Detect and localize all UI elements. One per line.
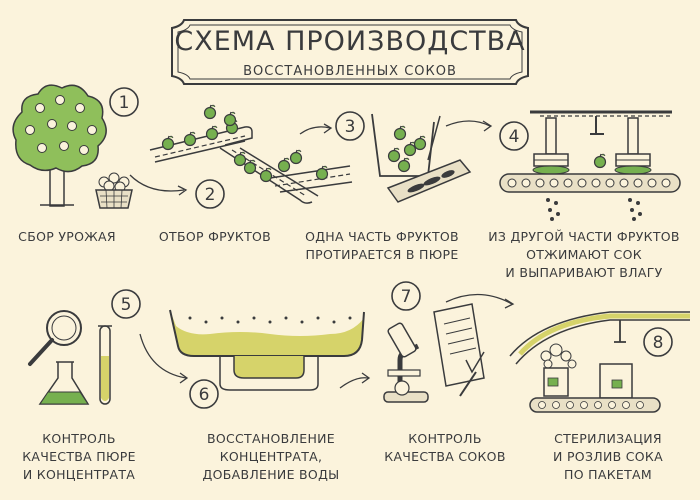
title-banner: СХЕМА ПРОИЗВОДСТВА ВОССТАНОВЛЕННЫХ СОКОВ [170,18,530,86]
step-caption-6: ВОССТАНОВЛЕНИЕ КОНЦЕНТРАТА, ДОБАВЛЕНИЕ В… [202,431,340,482]
tree-icon [12,84,107,207]
conveyor-icon [149,104,353,204]
title-sub: ВОССТАНОВЛЕННЫХ СОКОВ [243,64,457,79]
step-number-circle [391,281,421,311]
step-number-3: 3 [345,117,356,137]
arrow-head-icon [361,372,371,384]
press-icon [499,110,681,221]
title-main: СХЕМА ПРОИЗВОДСТВА [174,26,526,57]
step-number-circle [643,327,673,357]
step-caption-2: ОТБОР ФРУКТОВ [158,229,272,244]
step-caption-7: КОНТРОЛЬ КАЧЕСТВА СОКОВ [384,431,506,464]
arrow-icon [299,126,331,135]
step-number-circle [109,87,139,117]
grinder-icon [371,113,472,203]
tank-icon [169,309,365,391]
lab-icon [28,310,112,405]
arrow-icon [139,333,187,379]
step-number-4: 4 [509,127,520,147]
basket-icon [95,172,133,209]
arrow-icon [339,377,369,389]
arrow-head-icon [179,372,189,384]
arrow-icon [129,174,185,192]
microscope-icon [383,322,429,403]
step-number-circle [195,179,225,209]
step-number-circle [111,289,141,319]
step-number-circle [335,111,365,141]
step-number-circle [189,379,219,409]
step-caption-5: КОНТРОЛЬ КАЧЕСТВА ПЮРЕ И КОНЦЕНТРАТА [22,431,136,482]
flow-arrows [129,120,515,389]
step-number-2: 2 [205,185,216,205]
step-number-7: 7 [401,287,412,307]
step-number-6: 6 [199,385,210,405]
step-caption-3: ОДНА ЧАСТЬ ФРУКТОВ ПРОТИРАЕТСЯ В ПЮРЕ [305,229,459,262]
step-number-1: 1 [119,93,130,113]
step-number-8: 8 [653,333,664,353]
step-number-5: 5 [121,295,132,315]
arrow-head-icon [482,120,493,132]
step-caption-1: СБОР УРОЖАЯ [18,229,116,244]
document-icon [433,303,485,397]
arrow-head-icon [504,298,515,309]
arrow-icon [445,120,491,127]
step-caption-8: СТЕРИЛИЗАЦИЯ И РОЗЛИВ СОКА ПО ПАКЕТАМ [553,431,663,482]
arrow-icon [445,293,513,305]
step-caption-4: ИЗ ДРУГОЙ ЧАСТИ ФРУКТОВ ОТЖИМАЮТ СОК И В… [488,229,680,280]
step-number-circle [499,121,529,151]
title-frame [171,19,529,85]
arrow-head-icon [323,123,333,134]
arrow-head-icon [177,185,188,196]
filling-line-icon [509,311,690,413]
